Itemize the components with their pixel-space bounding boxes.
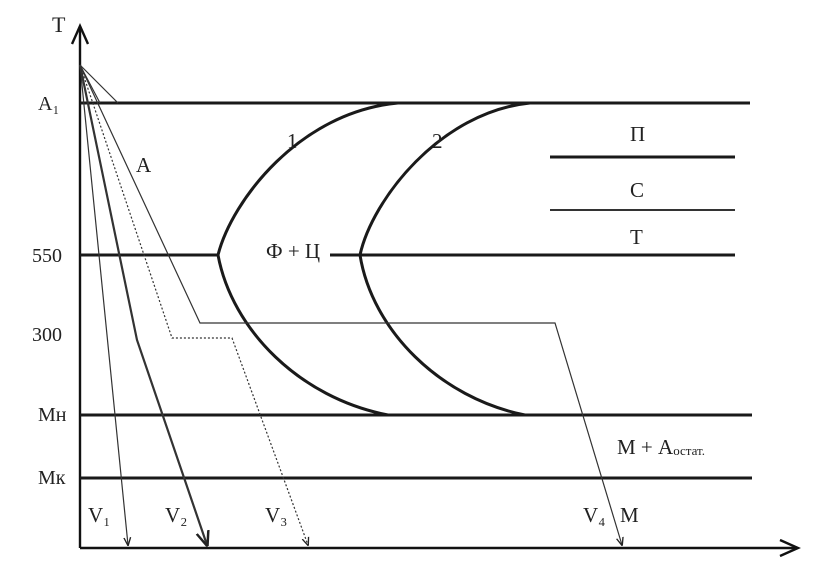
tick-300: 300 [32,324,62,346]
cooling-rate-v2: V₂ [165,503,188,527]
cooling-helper-a [79,64,119,104]
cooling-helper-b [79,64,101,104]
cooling-rate-v3: V₃ [265,503,288,527]
x-axis-arrow-icon [779,538,801,558]
tick-mn: Мн [38,404,67,426]
region-ferrite-cementite: Ф + Ц [266,239,320,263]
y-axis-arrow-icon [70,23,90,45]
cooling-curve-4 [79,64,622,545]
cooling-rate-v1: V₁ [88,503,111,527]
region-martensite: М [620,503,639,527]
cooling-curve-1 [79,64,128,545]
cooling-rate-v4: V₄ [583,503,606,527]
region-troostite: Т [630,225,643,249]
curve-start [216,101,399,417]
region-sorbite: С [630,178,644,202]
tick-a1: A₁ [38,93,59,115]
cooling-curve-3 [79,64,308,545]
y-axis-label: T [52,12,66,37]
tick-550: 550 [32,245,62,267]
curve-start-label: 1 [287,129,298,153]
region-martensite-retained: М + Аостат. [617,435,705,459]
cooling-curve-2 [78,64,207,545]
tick-mk: Мк [38,467,66,489]
curve-finish-label: 2 [432,129,443,153]
region-austenite: А [136,153,152,177]
region-pearlite: П [630,122,645,146]
curve-finish [358,101,531,417]
